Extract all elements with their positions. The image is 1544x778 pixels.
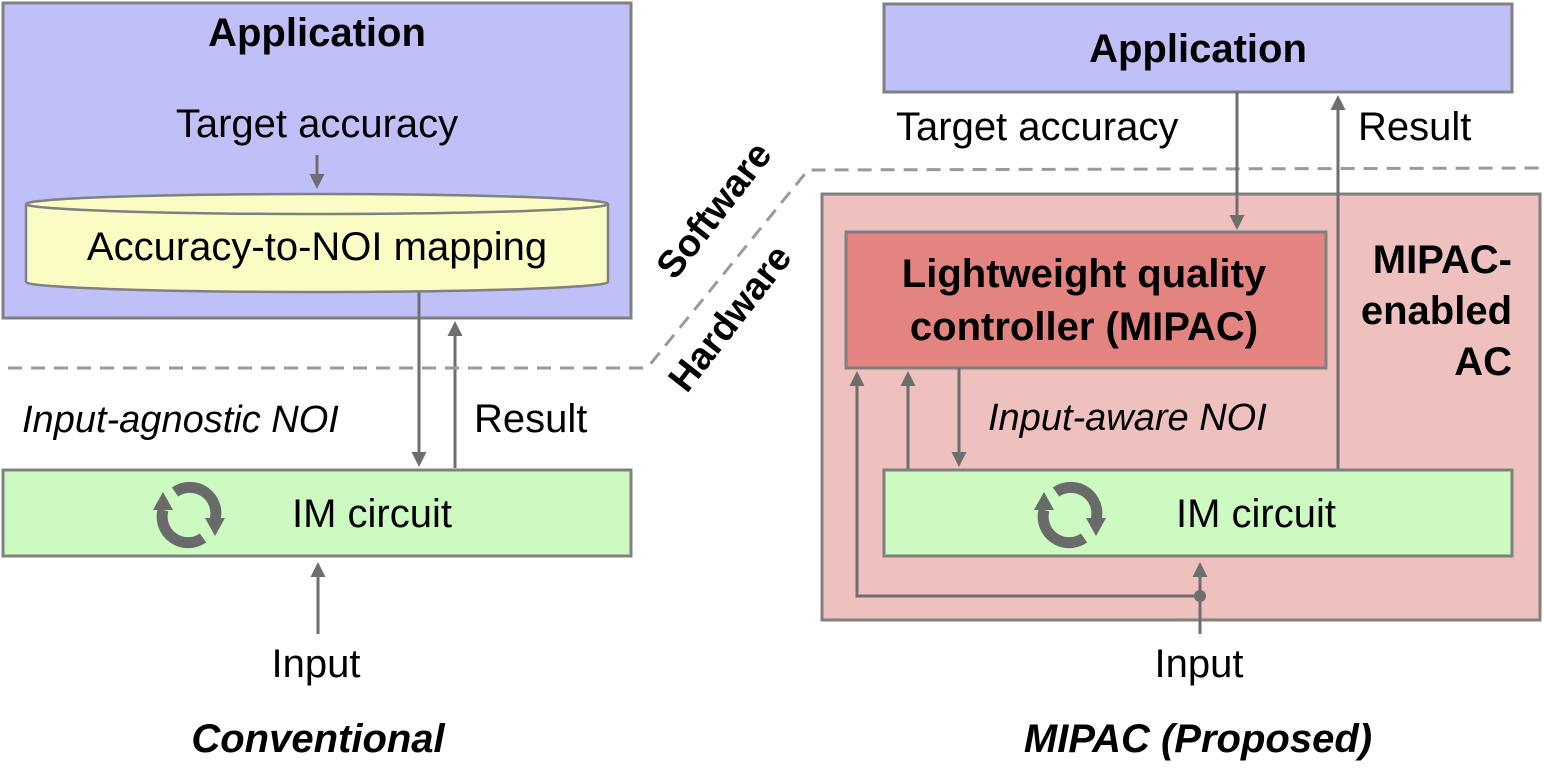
proposed-input-label: Input bbox=[1155, 642, 1244, 686]
proposed-target-accuracy-label: Target accuracy bbox=[896, 105, 1178, 149]
proposed-caption: MIPAC (Proposed) bbox=[1024, 717, 1372, 761]
controller-label-line2: controller (MIPAC) bbox=[910, 305, 1258, 349]
conventional-target-accuracy-label: Target accuracy bbox=[176, 102, 458, 146]
refresh-icon bbox=[153, 481, 225, 549]
refresh-icon bbox=[1034, 481, 1106, 549]
accuracy-to-noi-mapping-cylinder: Accuracy-to-NOI mapping bbox=[24, 192, 610, 294]
input-junction-dot bbox=[1194, 590, 1206, 602]
input-branch-to-controller bbox=[849, 371, 1200, 598]
input-aware-noi-label: Input-aware NOI bbox=[988, 397, 1267, 439]
ac-box-label-line1: MIPAC- bbox=[1373, 238, 1512, 282]
proposed-application-title: Application bbox=[1089, 27, 1307, 71]
proposed-im-circuit-box bbox=[882, 468, 1514, 558]
conventional-application-title: Application bbox=[208, 11, 426, 55]
proposed-application-box bbox=[882, 2, 1514, 94]
conventional-result-label: Result bbox=[474, 397, 587, 441]
controller-label-line1: Lightweight quality bbox=[902, 252, 1267, 296]
input-agnostic-noi-label: Input-agnostic NOI bbox=[22, 399, 339, 441]
proposed-panel: Application Target accuracy Result MIPAC… bbox=[820, 2, 1542, 761]
proposed-result-label: Result bbox=[1358, 105, 1471, 149]
conventional-panel: Application Target accuracy Accuracy-to-… bbox=[1, 1, 633, 761]
conventional-input-label: Input bbox=[272, 642, 361, 686]
conventional-caption: Conventional bbox=[191, 717, 445, 761]
conventional-im-circuit-box bbox=[1, 468, 633, 558]
ac-box-label-line2: enabled bbox=[1361, 289, 1512, 333]
proposed-im-circuit-label: IM circuit bbox=[1176, 492, 1336, 536]
ac-box-label-line3: AC bbox=[1454, 340, 1512, 384]
quality-controller-box bbox=[844, 230, 1328, 370]
conventional-im-circuit-label: IM circuit bbox=[292, 492, 452, 536]
mapping-label: Accuracy-to-NOI mapping bbox=[87, 225, 547, 269]
